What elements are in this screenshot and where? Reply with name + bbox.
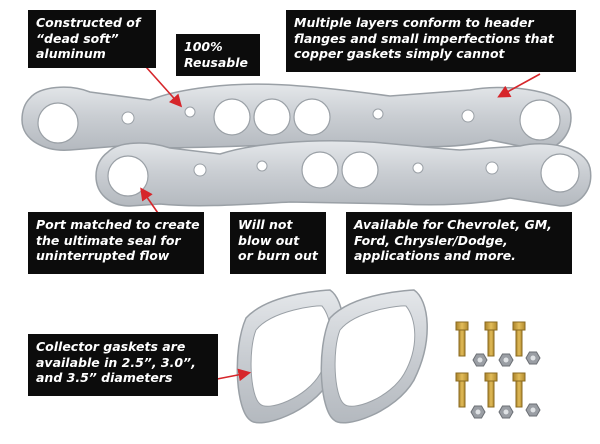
callout-line: copper gaskets simply cannot xyxy=(294,46,505,61)
nut xyxy=(525,403,541,417)
callout-layers: Multiple layers conform to header flange… xyxy=(286,10,576,72)
callout-line: uninterrupted flow xyxy=(36,248,170,263)
callout-reusable: 100% Reusable xyxy=(176,34,260,76)
bolt xyxy=(484,372,498,408)
callout-line: Available for Chevrolet, GM, xyxy=(354,217,552,232)
nut xyxy=(470,405,486,419)
arrow-port-matched xyxy=(140,187,161,217)
callout-line: flanges and small imperfections that xyxy=(294,30,554,46)
callout-line: or burn out xyxy=(238,248,318,263)
callout-line: 100% xyxy=(184,39,223,54)
nut xyxy=(498,405,514,419)
callout-line: blow out xyxy=(238,232,300,248)
callout-line: the ultimate seal for xyxy=(36,232,181,248)
bolt xyxy=(512,372,526,408)
collector-gasket-left xyxy=(236,289,344,424)
arrow-layers xyxy=(497,73,541,98)
bolt xyxy=(512,321,526,357)
callout-line: Constructed of xyxy=(36,15,141,30)
callout-collector: Collector gaskets are available in 2.5”,… xyxy=(28,334,218,396)
callout-line: and 3.5” diameters xyxy=(36,370,173,385)
bolt xyxy=(484,321,498,357)
bolt-hardware xyxy=(455,321,541,419)
callout-applications: Available for Chevrolet, GM, Ford, Chrys… xyxy=(346,212,572,274)
callout-line: applications and more. xyxy=(354,248,516,263)
callout-line: Multiple layers conform to header xyxy=(294,15,534,30)
callout-line: Will not xyxy=(238,217,293,232)
callout-line: “dead soft” xyxy=(36,30,119,46)
callout-blowout: Will not blow out or burn out xyxy=(230,212,326,274)
callout-line: Port matched to create xyxy=(36,217,200,232)
header-gasket-front xyxy=(95,140,592,207)
callout-line: Ford, Chrysler/Dodge, xyxy=(354,232,508,248)
nut xyxy=(472,353,488,367)
header-gasket-back xyxy=(21,83,572,151)
callout-construction: Constructed of “dead soft” aluminum xyxy=(28,10,156,68)
collector-gasket-right xyxy=(320,289,428,424)
bolt xyxy=(455,321,469,357)
callout-line: Reusable xyxy=(184,54,248,70)
callout-line: aluminum xyxy=(36,46,106,61)
arrow-collector xyxy=(211,368,252,382)
callout-line: Collector gaskets are xyxy=(36,339,186,354)
callout-port-matched: Port matched to create the ultimate seal… xyxy=(28,212,204,274)
callout-line: available in 2.5”, 3.0”, xyxy=(36,354,196,370)
bolt xyxy=(455,372,469,408)
nut xyxy=(498,353,514,367)
nut xyxy=(525,351,541,365)
